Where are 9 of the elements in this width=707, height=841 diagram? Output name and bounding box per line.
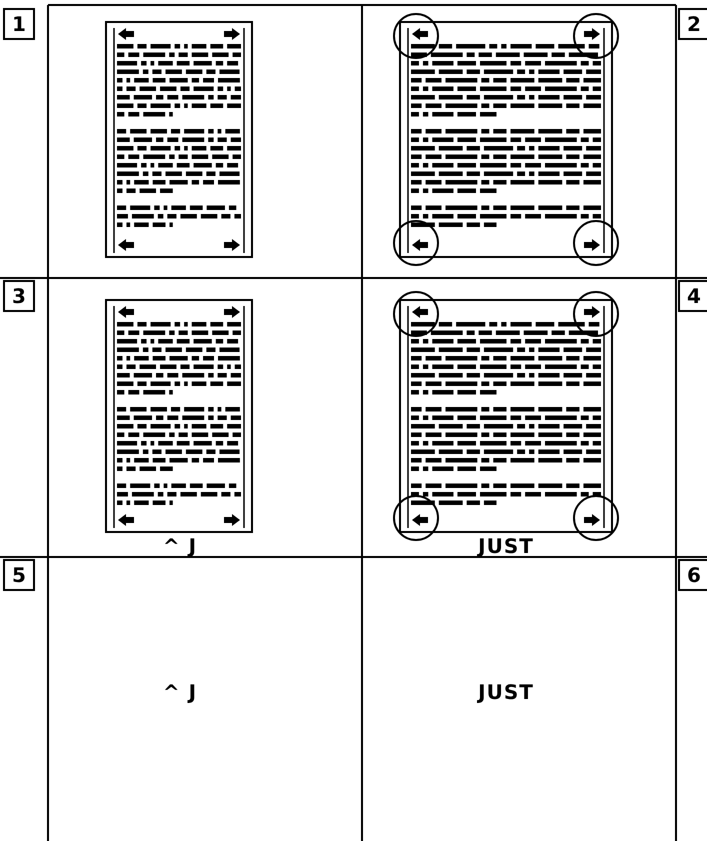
- panel-number: 6: [678, 559, 707, 591]
- panel-number: 4: [678, 280, 707, 312]
- panel-number: 1: [3, 8, 35, 40]
- panel-number: 5: [3, 559, 35, 591]
- key-label: JUST: [478, 680, 534, 704]
- panel-number: 2: [678, 8, 707, 40]
- panel-number: 3: [3, 280, 35, 312]
- key-label: ^ J: [162, 680, 198, 704]
- key-label: JUST: [478, 534, 534, 558]
